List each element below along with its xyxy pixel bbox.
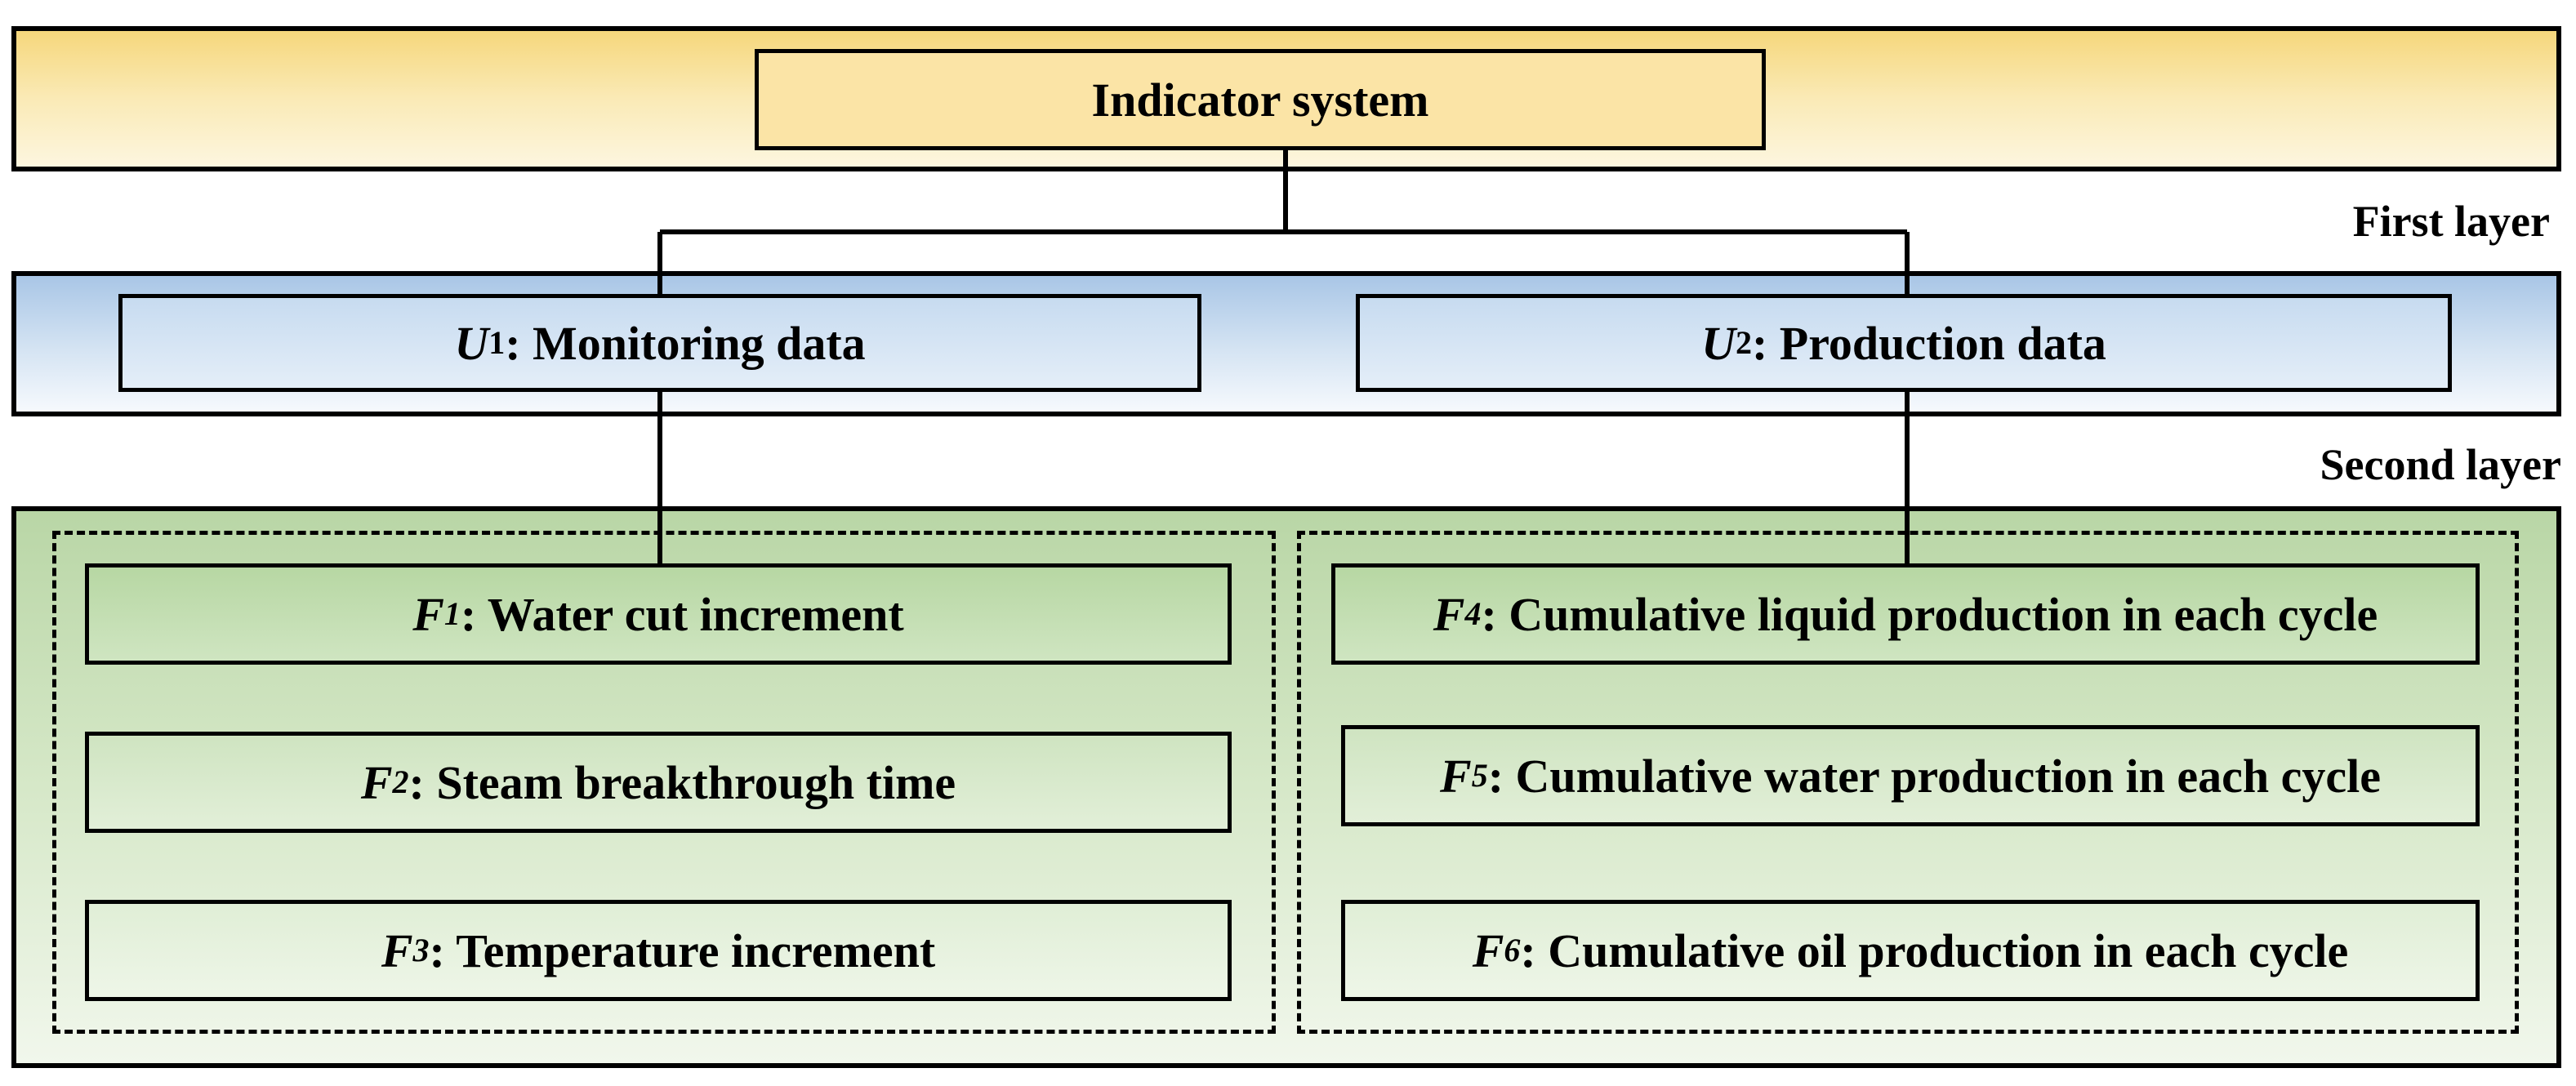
f2-symbol: F <box>360 755 393 809</box>
f2-label: : Steam breakthrough time <box>408 755 956 809</box>
first-layer-label: First layer <box>2352 197 2550 246</box>
f5-symbol: F <box>1440 749 1472 803</box>
f5-label: : Cumulative water production in each cy… <box>1487 749 2381 803</box>
monitoring-indicators-group <box>52 531 1276 1034</box>
f6-symbol: F <box>1472 924 1504 977</box>
f1-symbol: F <box>412 587 444 641</box>
u1-symbol: U <box>454 316 489 370</box>
u1-label: : Monitoring data <box>505 316 866 370</box>
f4-symbol: F <box>1433 587 1465 641</box>
second-layer-label: Second layer <box>2320 440 2561 489</box>
production-indicators-group <box>1297 531 2519 1034</box>
indicator-system-node: Indicator system <box>755 49 1766 150</box>
u2-symbol: U <box>1701 316 1736 370</box>
f6-label: : Cumulative oil production in each cycl… <box>1520 924 2349 977</box>
f3-symbol: F <box>381 924 413 977</box>
f1-label: : Water cut increment <box>460 587 904 641</box>
u2-label: : Production data <box>1751 316 2106 370</box>
f3-label: : Temperature increment <box>429 924 936 977</box>
indicator-system-label: Indicator system <box>1091 73 1429 127</box>
f4-label: : Cumulative liquid production in each c… <box>1481 587 2378 641</box>
